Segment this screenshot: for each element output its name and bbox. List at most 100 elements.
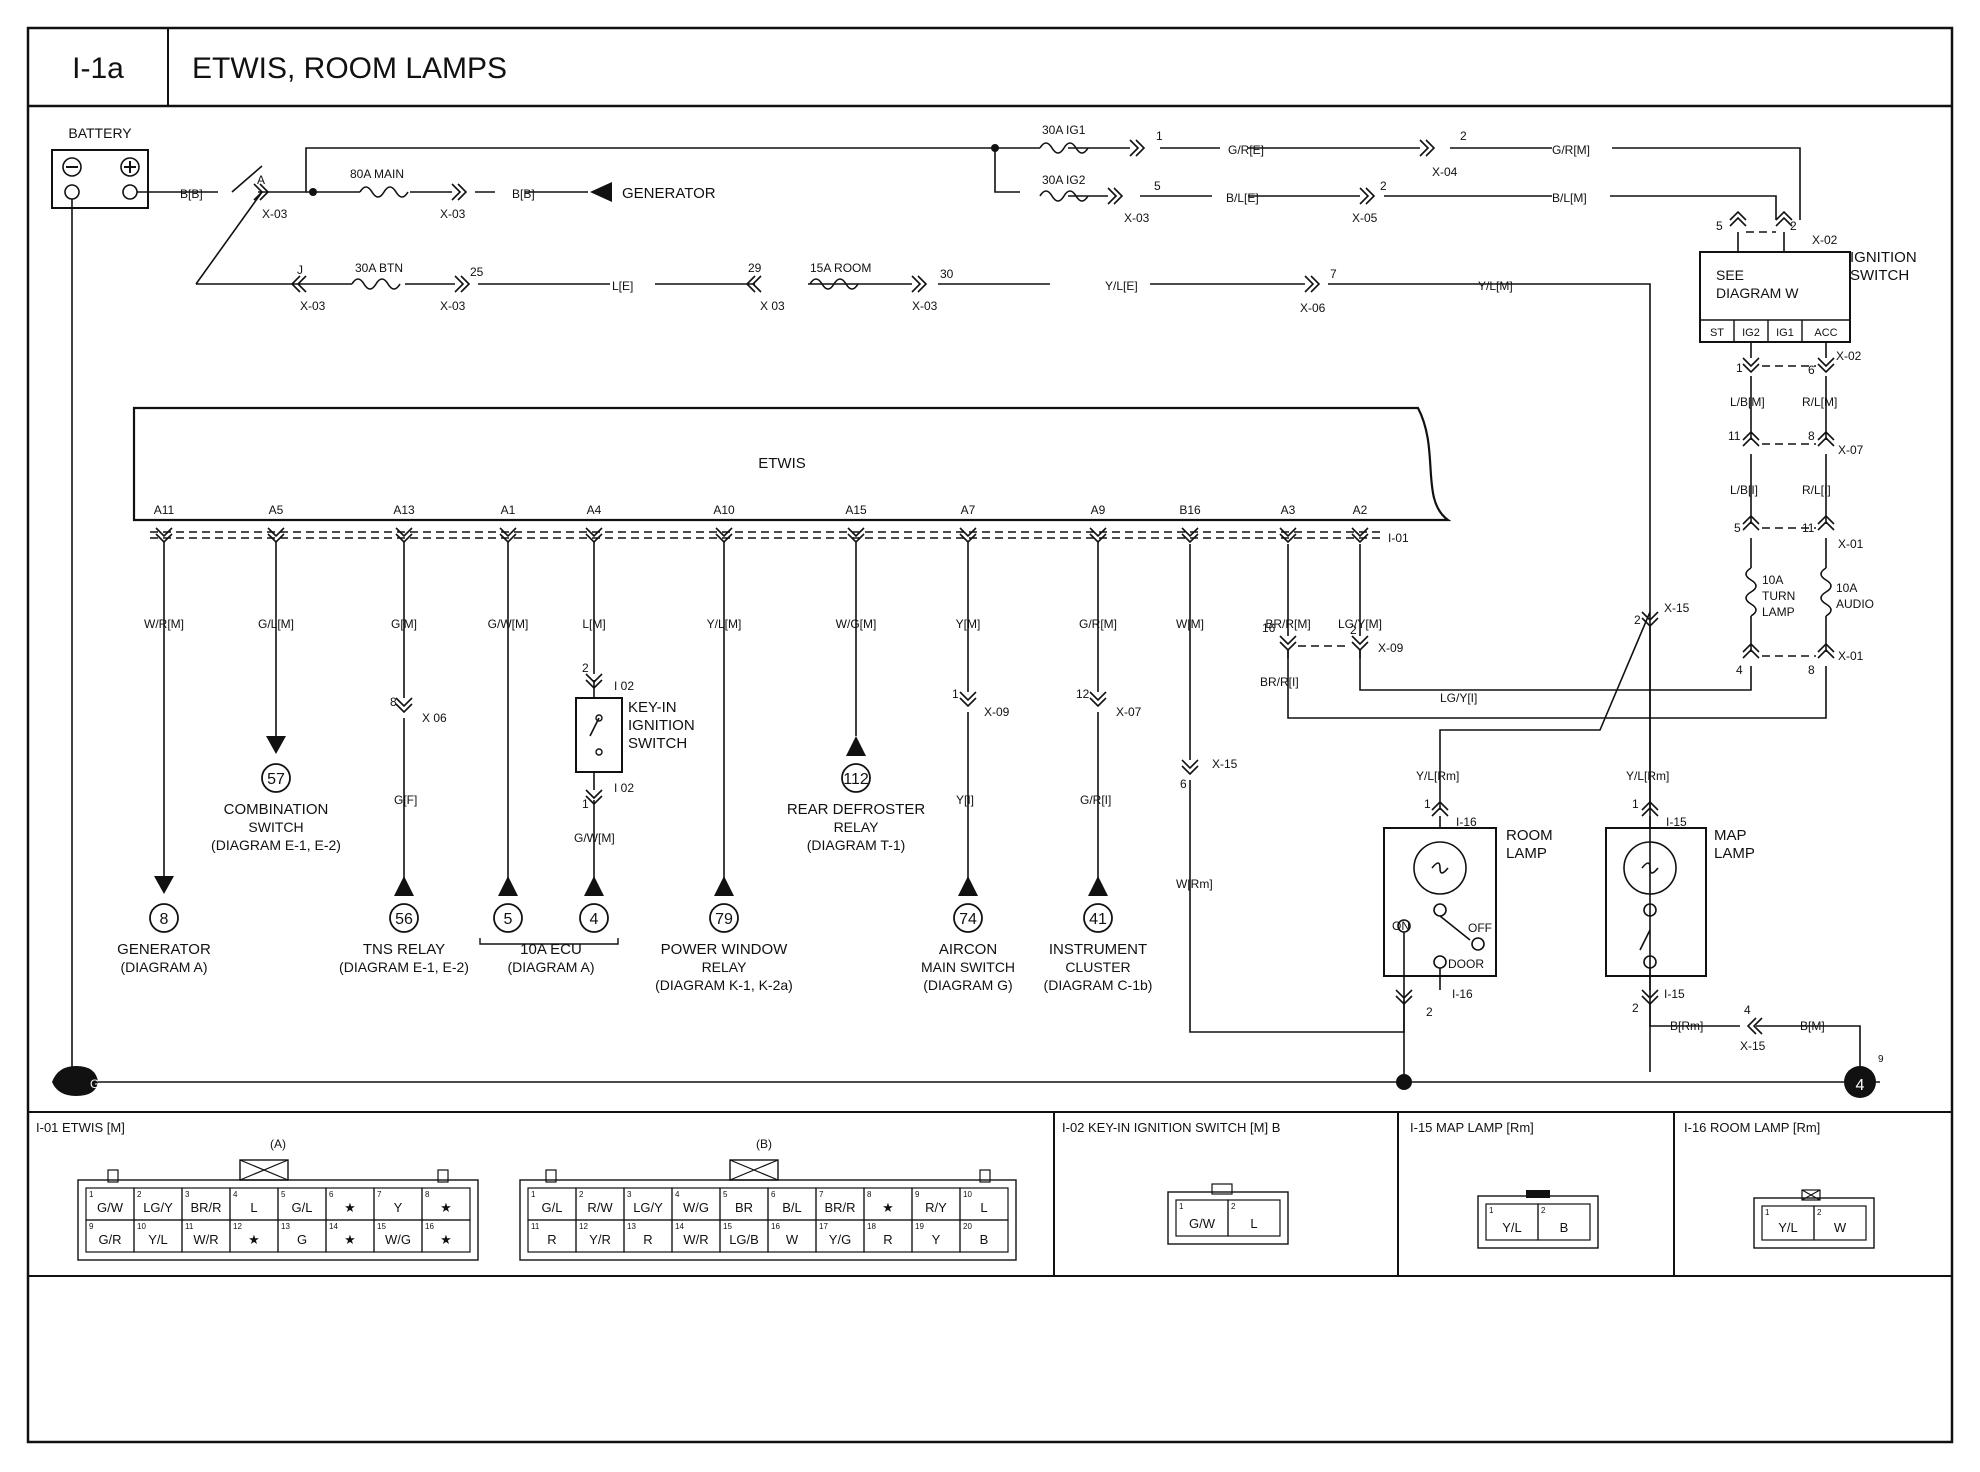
dest-badge (389, 903, 419, 933)
conn-pin-8b: 8 (1808, 663, 1815, 677)
wire-yi: Y[I] (956, 793, 974, 807)
i15-pin-num: 2 (1541, 1206, 1546, 1215)
i01-b-pin-color: R/Y (925, 1200, 947, 1215)
conn-pin-1b: 1 (1736, 361, 1743, 375)
i01-b-label: (B) (756, 1137, 772, 1151)
connector-i16: 1Y/L2W (1753, 1189, 1875, 1249)
conn-x06: X-06 (1300, 301, 1326, 315)
key-in-label-1: KEY-IN (628, 699, 677, 716)
i01-a-pin-color: ★ (248, 1232, 260, 1247)
wire-gwm-lower: G/W[M] (574, 831, 615, 845)
key-in-switch-arm (589, 717, 600, 737)
ground-right-icon (1844, 1066, 1876, 1098)
ground-right-sup: 9 (1878, 1054, 1884, 1065)
conn-pin-2b: 2 (1380, 179, 1387, 193)
dest-number: 57 (267, 771, 285, 788)
etwis-pin-chevron-a11 (155, 527, 173, 544)
i01-b-pin-num: 15 (723, 1222, 732, 1231)
i01-b-pin-num: 8 (867, 1190, 872, 1199)
x09-chevron (959, 691, 977, 708)
fuse-icons (351, 142, 1089, 290)
wire-gre: G/R[E] (1228, 143, 1264, 157)
i01-b-pin-num: 19 (915, 1222, 924, 1231)
i01-a-key-icon (239, 1159, 289, 1181)
i01-b-pin-num: 7 (819, 1190, 824, 1199)
fuse-turn-2: TURN (1762, 589, 1795, 603)
room-lamp-pin-in: 1 (1424, 797, 1431, 811)
dest-badge (261, 763, 291, 793)
i01-a-pin-num: 16 (425, 1222, 434, 1231)
i01-b-pin-num: 17 (819, 1222, 828, 1231)
dest-label: (DIAGRAM T-1) (807, 837, 906, 853)
conn-pin-4: 4 (1736, 663, 1743, 677)
wire-lbi: L/B[I] (1730, 483, 1758, 497)
battery-pos-terminal (122, 184, 138, 200)
i01-b-pin-color: BR/R (824, 1200, 855, 1215)
etwis-pin-chevron-a7 (959, 527, 977, 544)
conn-x03-c: X-03 (300, 299, 326, 313)
i01-a-pin-num: 7 (377, 1190, 382, 1199)
conn-x01-b: X-01 (1838, 649, 1864, 663)
etwis-module (132, 406, 1452, 522)
i01-b-pin-num: 14 (675, 1222, 684, 1231)
i01-a-pin-color: W/R (193, 1232, 218, 1247)
i01-a-label: (A) (270, 1137, 286, 1151)
i01-a-pin-num: 12 (233, 1222, 242, 1231)
i01-b-pin-color: G/L (542, 1200, 563, 1215)
conn-i02-a: I 02 (614, 679, 634, 693)
i16-cell (1813, 1205, 1867, 1241)
map-lamp-pin-out: 2 (1632, 1001, 1639, 1015)
battery-symbol (51, 149, 149, 209)
i01-b-pin-num: 12 (579, 1222, 588, 1231)
dest-label: CLUSTER (1065, 959, 1130, 975)
room-lamp-door: DOOR (1448, 957, 1484, 971)
dest-label: AIRCON (939, 941, 997, 958)
i01-a-pin-color: ★ (440, 1200, 452, 1215)
i01-b-pin-color: BR (735, 1200, 753, 1215)
etwis-pin-chevron-a2 (1351, 527, 1369, 544)
dest-arrow-icon (584, 876, 604, 896)
map-lamp-label-1: MAP (1714, 827, 1747, 844)
map-lamp-pin-in: 1 (1632, 797, 1639, 811)
key-in-contact-bot (595, 748, 603, 756)
wire-grm: G/R[M] (1552, 143, 1590, 157)
wire-lbm: L/B[M] (1730, 395, 1765, 409)
i16-pin-num: 1 (1765, 1208, 1770, 1217)
i01-a-pin-color: G/R (98, 1232, 121, 1247)
i01-a-pin-color: G (297, 1232, 307, 1247)
etwis-conn-label: I-01 (1388, 531, 1409, 545)
i16-outer (1753, 1197, 1875, 1249)
dest-badge (709, 903, 739, 933)
dest-label: 10A ECU (520, 941, 582, 958)
dest-label: COMBINATION (224, 801, 329, 818)
i01-b-pin-color: Y/R (589, 1232, 611, 1247)
dest-arrow-icon (498, 876, 518, 896)
wire-yle: Y/L[E] (1105, 279, 1138, 293)
dest-arrow-icon (394, 876, 414, 896)
wire-wrm: W[Rm] (1176, 877, 1213, 891)
i01-b-pin-color: R/W (587, 1200, 613, 1215)
i01-b-pin-color: Y (932, 1232, 941, 1247)
conn-pin-6: 6 (1808, 363, 1815, 377)
ign-lower-wires (1287, 342, 1835, 719)
dest-number: 74 (959, 911, 977, 928)
i01-a-pin-color: ★ (344, 1232, 356, 1247)
etwis-pin-a4: A4 (587, 503, 602, 517)
i01-a-pin-num: 10 (137, 1222, 146, 1231)
i02-pin-num: 1 (1179, 1202, 1184, 1211)
i01-a-pin-color: BR/R (190, 1200, 221, 1215)
connector-i01-a: 1G/W2LG/Y3BR/R4L5G/L6★7Y8★9G/R10Y/L11W/R… (77, 1159, 479, 1261)
etwis-pin-b16: B16 (1179, 503, 1201, 517)
dest-arrow-icon (846, 736, 866, 756)
ecu-group-bracket (479, 938, 619, 945)
conn-x03-a: X-03 (262, 207, 288, 221)
i01-b-pin-color: Y/G (829, 1232, 851, 1247)
wire-gf: G[F] (394, 793, 417, 807)
conn-pin-2a: 2 (1460, 129, 1467, 143)
fuse-audio-1: 10A (1836, 581, 1857, 595)
i15-key-icon (1526, 1190, 1550, 1198)
conn-i02-b: I 02 (614, 781, 634, 795)
room-lamp-conn-out: I-16 (1452, 987, 1473, 1001)
conn-x09-right-pin16: 16 (1262, 621, 1276, 635)
dest-badge (841, 763, 871, 793)
